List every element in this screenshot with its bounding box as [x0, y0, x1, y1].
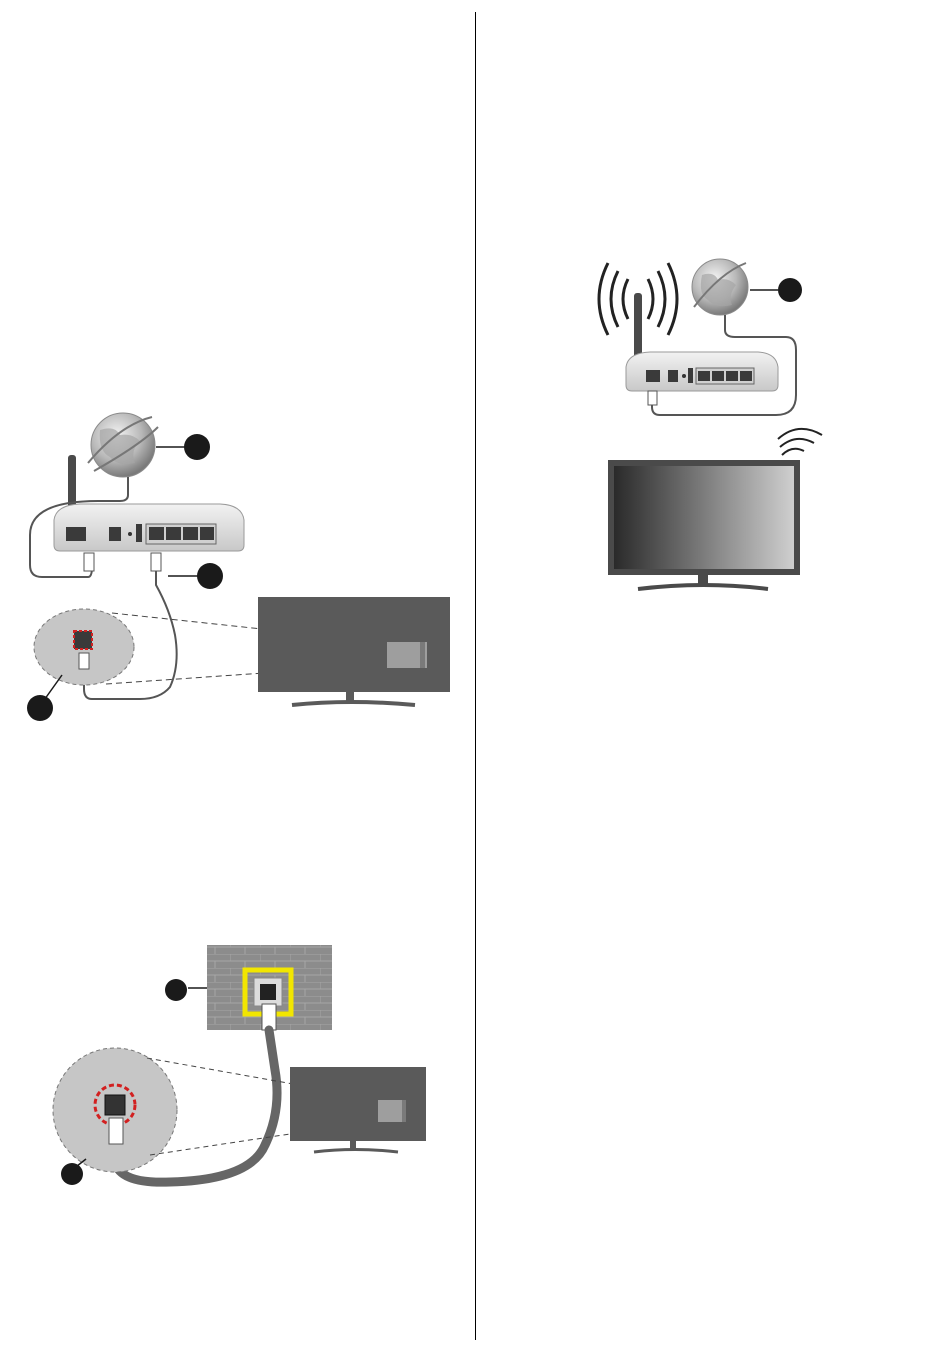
wall-socket-diagram	[50, 940, 440, 1200]
ethernet-plug-icon	[151, 553, 161, 571]
callout-marker-1	[778, 278, 802, 302]
callout-marker-2	[197, 563, 223, 589]
wireless-diagram	[590, 255, 840, 595]
ethernet-plug-icon	[84, 553, 94, 571]
tv-icon	[608, 460, 800, 589]
wired-router-diagram	[20, 405, 460, 725]
callout-marker-1	[184, 434, 210, 460]
router-icon	[626, 352, 778, 391]
ethernet-plug-icon	[648, 391, 657, 405]
globe-icon	[692, 259, 748, 315]
tv-icon	[290, 1067, 426, 1152]
wifi-signal-icon	[778, 429, 822, 455]
ethernet-port-icon	[74, 631, 92, 649]
router-icon	[54, 504, 244, 551]
ethernet-port-icon	[105, 1095, 125, 1115]
tv-icon	[258, 597, 450, 705]
callout-marker-3	[27, 695, 53, 721]
callout-marker-1	[165, 979, 187, 1001]
globe-icon	[88, 413, 158, 477]
callout-marker-2	[61, 1163, 83, 1185]
column-divider	[475, 12, 476, 1340]
ethernet-plug-icon	[79, 653, 89, 669]
ethernet-plug-icon	[109, 1118, 123, 1144]
